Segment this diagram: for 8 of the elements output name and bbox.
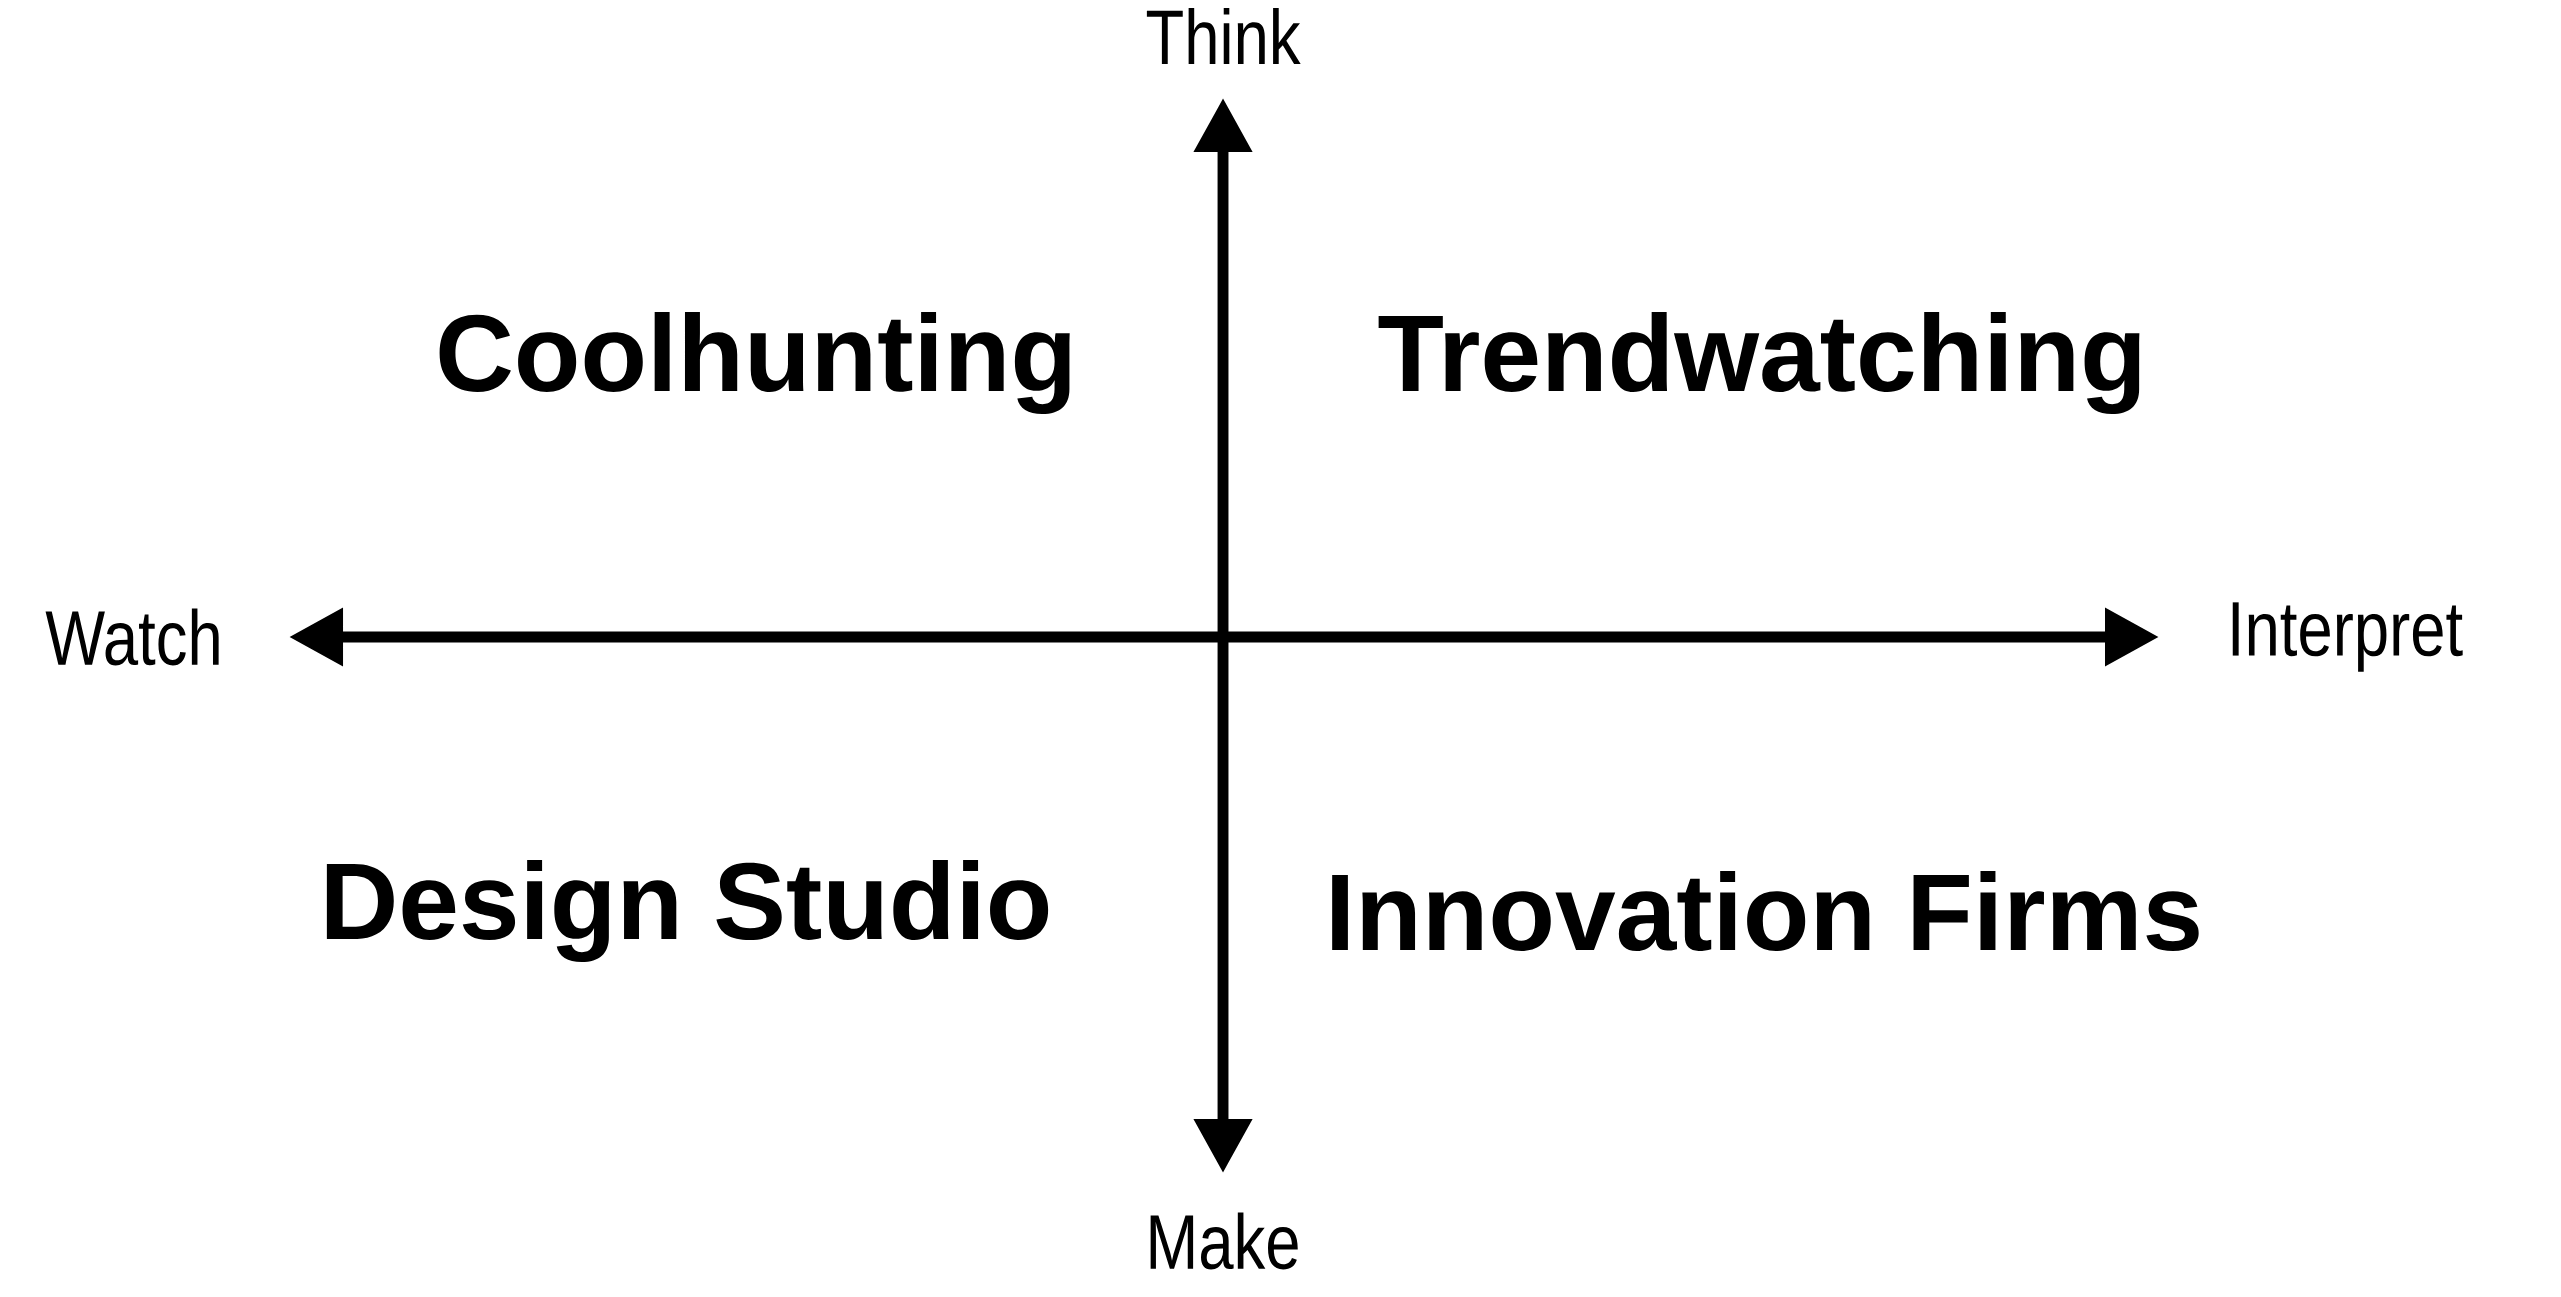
axis-label: Think bbox=[1146, 7, 1301, 64]
quadrant-label: Trendwatching bbox=[1378, 311, 2140, 415]
quadrant-label: Design Studio bbox=[326, 859, 1049, 963]
axis-label: Make bbox=[1150, 1212, 1298, 1270]
quadrant-label: Innovation Firms bbox=[1332, 870, 2199, 951]
axis-label: Watch bbox=[45, 608, 219, 666]
axis-label: Interpret bbox=[2232, 602, 2463, 672]
quadrant-label: Coolhunting bbox=[439, 311, 1070, 415]
